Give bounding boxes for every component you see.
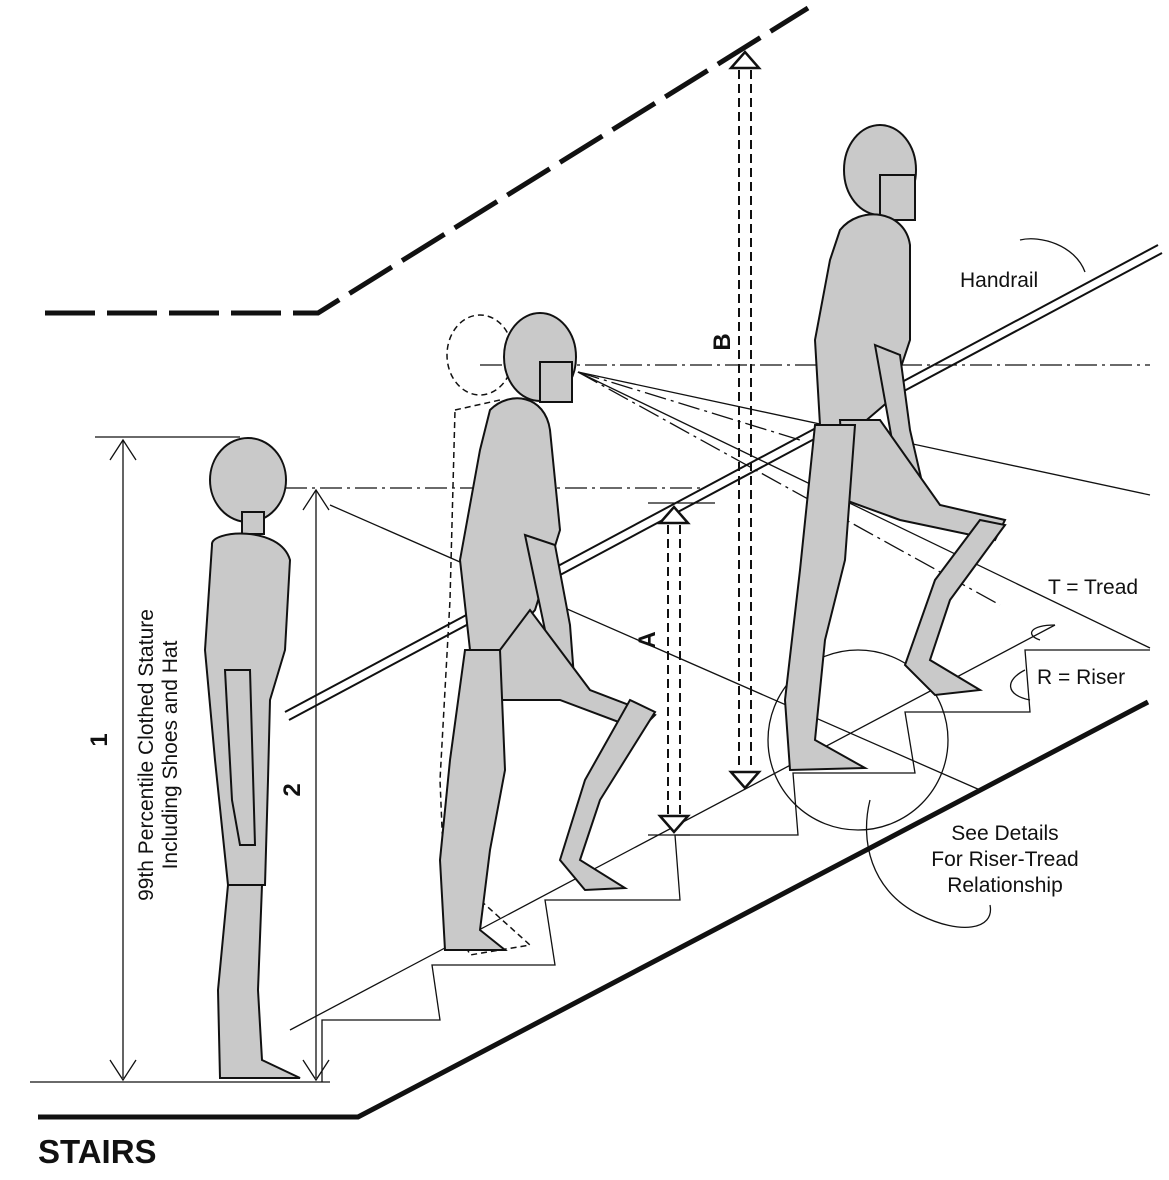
dimension-1 [95, 436, 240, 1082]
dimension-2-label: 2 [279, 783, 306, 796]
handrail-leader [1019, 238, 1086, 273]
floor-line [38, 699, 1150, 1120]
riser-label: R = Riser [1037, 666, 1125, 689]
upper-figure [783, 124, 1007, 772]
details-label-line-2: For Riser-Tread [931, 848, 1078, 871]
stature-label-line-1: 99th Percentile Clothed Stature [135, 609, 158, 901]
detail-circle [767, 649, 949, 831]
dimension-b-label: B [709, 333, 736, 350]
standing-figure [203, 437, 301, 1079]
dimension-2 [302, 488, 330, 1082]
dimension-a-label: A [634, 631, 661, 648]
dimension-1-label: 1 [86, 733, 113, 746]
climbing-figure [438, 312, 657, 951]
handrail [284, 244, 1163, 721]
diagram-title: STAIRS [38, 1133, 157, 1170]
details-label-line-3: Relationship [947, 874, 1063, 897]
stature-label-line-2: Including Shoes and Hat [159, 640, 182, 869]
sight-lines [285, 364, 1151, 791]
details-label-line-1: See Details [951, 822, 1058, 845]
tread-label: T = Tread [1048, 576, 1138, 599]
tread-leader [1030, 624, 1056, 641]
handrail-label: Handrail [960, 269, 1038, 292]
dimension-b [728, 50, 762, 790]
ceiling-line [45, 5, 810, 316]
riser-leader [1009, 669, 1031, 701]
detail-leader [865, 799, 992, 928]
dimension-a [648, 502, 715, 836]
